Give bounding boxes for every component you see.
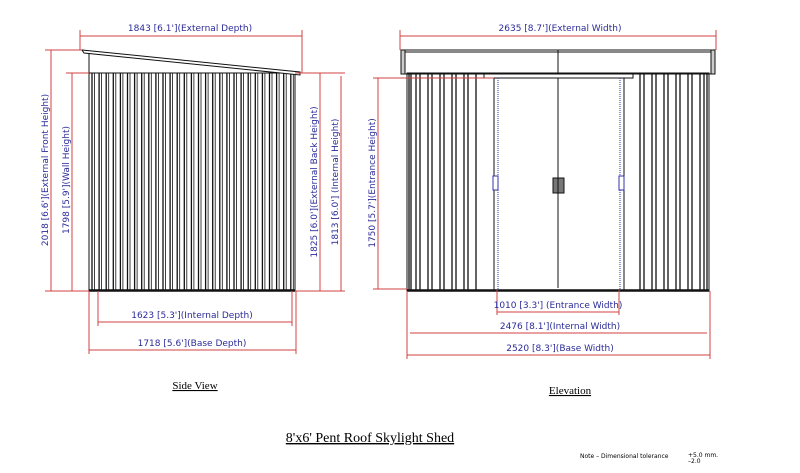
roof-end-left xyxy=(400,49,406,75)
entrance-height-label: 1750 [5.7'](Entrance Height) xyxy=(368,118,378,248)
right-door-hinge xyxy=(618,175,625,191)
tolerance-plus: +5.0 mm. xyxy=(688,452,718,459)
side-view-caption: Side View xyxy=(172,380,217,392)
external-width-label: 2635 [8.7'](External Width) xyxy=(499,24,622,34)
left-door-hinge xyxy=(492,175,499,191)
base-depth-label: 1718 [5.6'](Base Depth) xyxy=(138,339,247,349)
external-back-height-label: 1825 [6.0'](External Back Height) xyxy=(310,106,320,257)
side-wall-ribs xyxy=(91,73,294,291)
side-roof xyxy=(80,49,301,76)
roof-end-right xyxy=(710,49,716,75)
drawing-title: 8'x6' Pent Roof Skylight Shed xyxy=(286,431,454,446)
wall-height-label: 1798 [5.9'](Wall Height) xyxy=(62,126,72,234)
front-wall-ribs xyxy=(408,73,708,291)
elevation-caption: Elevation xyxy=(549,385,592,397)
elevation-view: 2635 [8.7'](External Width) 1750 [5.7'](… xyxy=(368,24,717,397)
internal-depth-label: 1623 [5.3'](Internal Depth) xyxy=(131,311,253,321)
base-width-label: 2520 [8.3'](Base Width) xyxy=(506,344,614,354)
entrance-width-label: 1010 [3.3'] (Entrance Width) xyxy=(494,301,623,311)
internal-width-label: 2476 [8.1'](Internal Width) xyxy=(500,322,620,332)
side-view: 1843 [6.1'](External Depth) 2018 [6.6'](… xyxy=(41,24,345,392)
internal-height-label: 1813 [6.0'] (Internal Height) xyxy=(331,119,341,246)
external-front-height-label: 2018 [6.6'](External Front Height) xyxy=(41,94,51,246)
tolerance-minus: –2.0 xyxy=(688,458,701,465)
tolerance-note: Note – Dimensional tolerance xyxy=(580,453,669,460)
external-depth-label: 1843 [6.1'](External Depth) xyxy=(128,24,252,34)
